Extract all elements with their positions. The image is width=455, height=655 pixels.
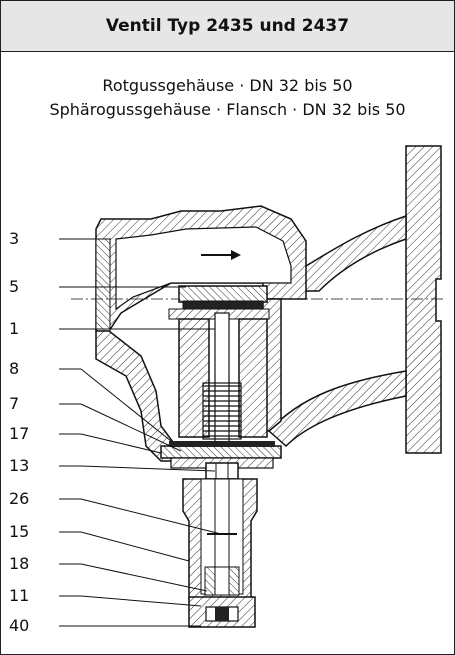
part-label-26: 26: [9, 489, 30, 508]
part-label-17: 17: [9, 424, 30, 443]
gasket: [169, 441, 275, 447]
bonnet-left: [178, 318, 210, 438]
clamp-plate: [160, 445, 282, 459]
leader-lines: [59, 238, 222, 627]
subtitle-line-2: Sphärogussgehäuse · Flansch · DN 32 bis …: [49, 100, 406, 119]
part-label-1: 1: [9, 319, 20, 338]
part-label-40: 40: [9, 616, 30, 635]
subtitle-line-1: Rotgussgehäuse · DN 32 bis 50: [102, 76, 353, 95]
body-cavity: [115, 226, 292, 311]
bellows: [203, 385, 241, 437]
valve-body-lower: [95, 330, 177, 462]
part-label-8: 8: [9, 359, 20, 378]
part-label-5: 5: [9, 277, 20, 296]
body-outlet-upper: [300, 214, 407, 292]
part-label-13: 13: [9, 456, 30, 475]
part-label-18: 18: [9, 554, 30, 573]
part-label-7: 7: [9, 394, 20, 413]
bottom-cap: [188, 596, 256, 628]
part-label-11: 11: [9, 586, 30, 605]
title-bar: Ventil Typ 2435 und 2437: [1, 1, 454, 52]
figure-title: Ventil Typ 2435 und 2437: [105, 16, 350, 36]
body-outlet-lower: [267, 370, 407, 448]
bonnet-right: [238, 318, 268, 438]
part-label-3: 3: [9, 229, 20, 248]
seat-ring: [178, 285, 268, 303]
part-label-15: 15: [9, 522, 30, 541]
outlet-flange: [405, 145, 442, 454]
